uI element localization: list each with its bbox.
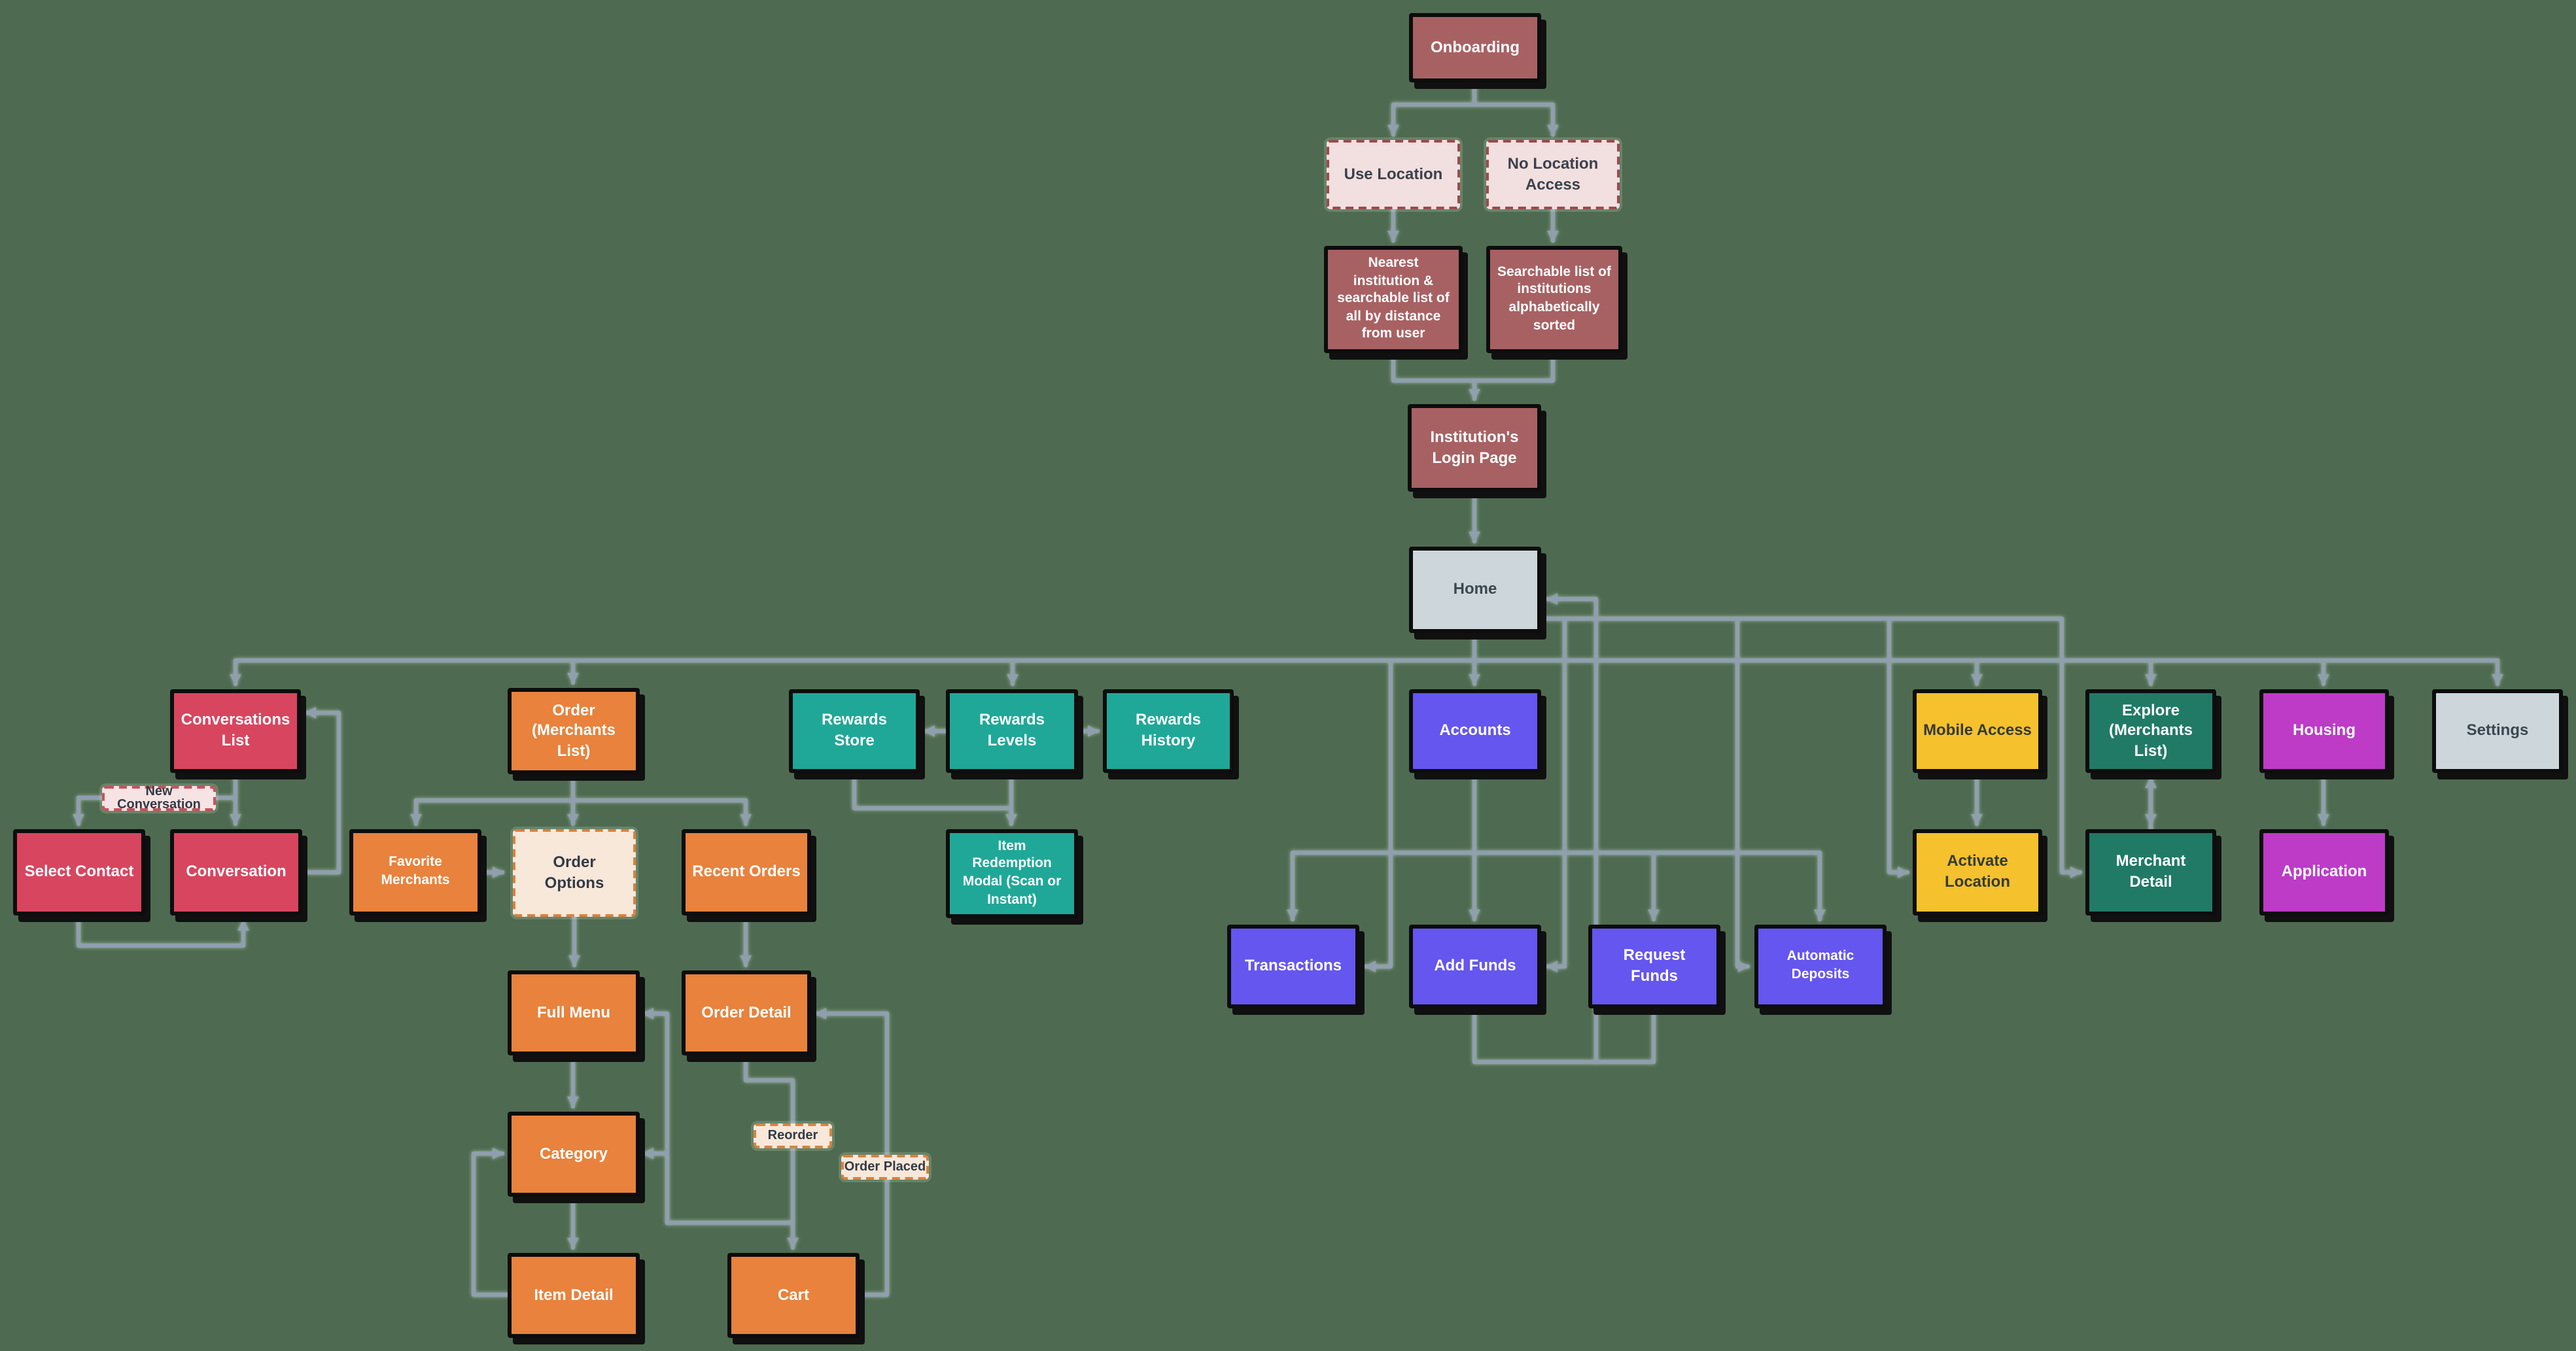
node-label: Housing [2293, 721, 2356, 740]
edge-label-new-conversation[interactable]: New Conversation [102, 784, 216, 812]
node-mobile-access[interactable]: Mobile Access [1913, 689, 2042, 773]
node-no-location-access[interactable]: No Location Access [1486, 140, 1620, 209]
node-label: Application [2281, 862, 2367, 881]
node-explore-merchants-list[interactable]: Explore (Merchants List) [2085, 689, 2216, 773]
node-rewards-levels[interactable]: Rewards Levels [946, 689, 1078, 773]
node-label: Conversations List [181, 710, 290, 749]
node-item-detail[interactable]: Item Detail [508, 1253, 640, 1338]
node-searchable-list[interactable]: Searchable list of institutions alphabet… [1486, 246, 1622, 353]
node-label: Category [539, 1144, 608, 1163]
node-label: Onboarding [1431, 37, 1520, 56]
node-label: Rewards History [1135, 710, 1202, 749]
node-label: No Location Access [1507, 154, 1599, 193]
node-category[interactable]: Category [508, 1112, 640, 1197]
node-conversation[interactable]: Conversation [170, 829, 302, 915]
node-merchant-detail[interactable]: Merchant Detail [2085, 829, 2216, 915]
node-label: Searchable list of institutions alphabet… [1497, 264, 1611, 333]
node-label: Order (Merchants List) [531, 700, 616, 760]
node-home[interactable]: Home [1409, 547, 1541, 633]
node-recent-orders[interactable]: Recent Orders [682, 829, 811, 915]
node-label: Order Detail [701, 1002, 792, 1021]
node-order-detail[interactable]: Order Detail [682, 970, 811, 1055]
node-accounts[interactable]: Accounts [1409, 689, 1541, 773]
node-cart[interactable]: Cart [727, 1253, 860, 1338]
node-label: Automatic Deposits [1786, 948, 1854, 982]
node-label: Add Funds [1434, 956, 1516, 975]
node-label: Activate Location [1945, 851, 2010, 891]
node-favorite-merchants[interactable]: Favorite Merchants [349, 829, 481, 915]
badge-label: Order Placed [844, 1159, 926, 1174]
node-label: Mobile Access [1923, 721, 2032, 740]
node-activate-location[interactable]: Activate Location [1913, 829, 2042, 915]
node-label: Use Location [1344, 164, 1443, 183]
node-rewards-store[interactable]: Rewards Store [789, 689, 920, 773]
node-label: Rewards Levels [979, 710, 1045, 749]
node-label: Recent Orders [692, 862, 801, 881]
node-full-menu[interactable]: Full Menu [508, 970, 640, 1055]
badge-label: New Conversation [117, 784, 201, 812]
node-label: Request Funds [1623, 946, 1686, 985]
node-label: Merchant Detail [2115, 851, 2186, 891]
node-label: Cart [777, 1285, 809, 1304]
node-automatic-deposits[interactable]: Automatic Deposits [1754, 925, 1887, 1008]
node-use-location[interactable]: Use Location [1327, 140, 1460, 209]
node-label: Explore (Merchants List) [2108, 700, 2193, 760]
node-label: Conversation [186, 862, 287, 881]
node-housing[interactable]: Housing [2259, 689, 2389, 773]
node-settings[interactable]: Settings [2432, 689, 2563, 773]
node-label: Full Menu [537, 1002, 610, 1021]
node-label: Accounts [1439, 721, 1511, 740]
node-label: Item Redemption Modal (Scan or Instant) [962, 838, 1062, 908]
badge-label: Reorder [767, 1128, 818, 1142]
node-label: Transactions [1244, 956, 1342, 975]
node-item-redemption-modal[interactable]: Item Redemption Modal (Scan or Instant) [946, 829, 1078, 918]
node-label: Order Options [544, 852, 604, 891]
node-onboarding[interactable]: Onboarding [1409, 13, 1541, 82]
node-institution-login[interactable]: Institution's Login Page [1408, 404, 1541, 492]
node-label: Settings [2466, 721, 2529, 740]
node-order-options[interactable]: Order Options [513, 829, 636, 917]
edge-label-order-placed[interactable]: Order Placed [841, 1155, 929, 1180]
node-order-merchants-list[interactable]: Order (Merchants List) [508, 688, 640, 774]
node-add-funds[interactable]: Add Funds [1409, 925, 1541, 1008]
node-label: Nearest institution & searchable list of… [1337, 254, 1450, 342]
node-label: Favorite Merchants [381, 854, 450, 888]
node-rewards-history[interactable]: Rewards History [1103, 689, 1234, 773]
edge-label-reorder[interactable]: Reorder [754, 1123, 832, 1148]
node-label: Item Detail [534, 1285, 614, 1304]
node-label: Select Contact [24, 862, 134, 881]
node-transactions[interactable]: Transactions [1227, 925, 1359, 1008]
node-conversations-list[interactable]: Conversations List [170, 689, 301, 773]
node-request-funds[interactable]: Request Funds [1588, 925, 1720, 1008]
node-select-contact[interactable]: Select Contact [13, 829, 145, 915]
node-label: Rewards Store [821, 710, 888, 749]
node-application[interactable]: Application [2259, 829, 2389, 915]
node-label: Home [1453, 579, 1497, 598]
node-nearest-institution[interactable]: Nearest institution & searchable list of… [1324, 246, 1463, 353]
node-label: Institution's Login Page [1430, 427, 1519, 466]
